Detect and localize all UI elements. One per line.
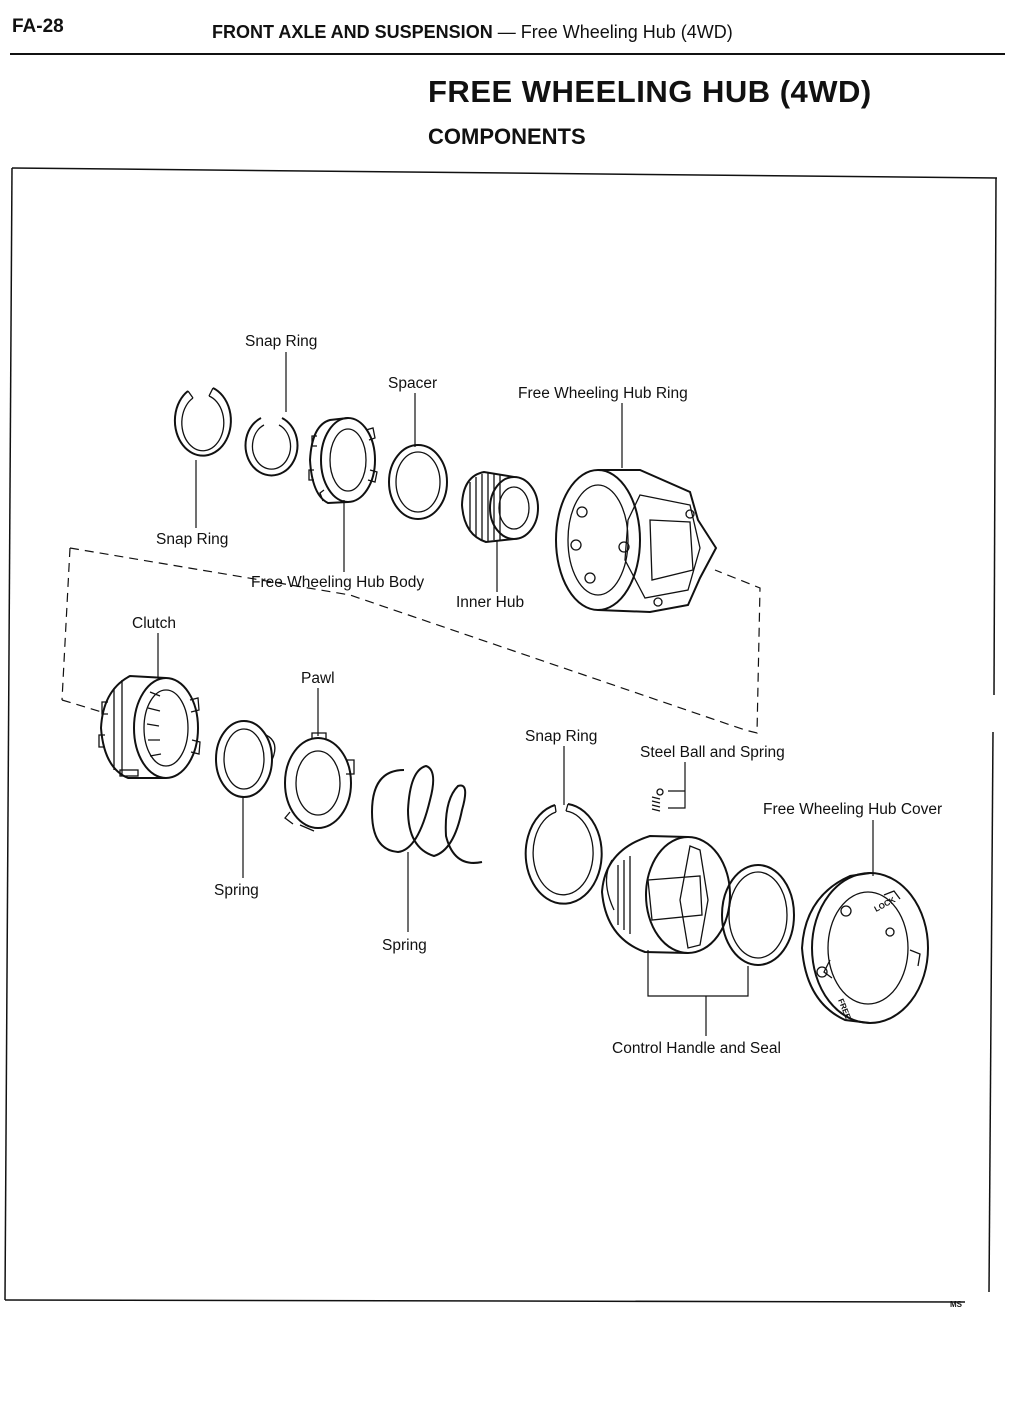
seal-part: [721, 864, 795, 966]
spacer-part: [388, 444, 448, 520]
snap-ring-outer-part: [173, 387, 232, 457]
snap-ring-inner-part: [244, 417, 299, 477]
label-steel-ball-and-spring: Steel Ball and Spring: [640, 744, 785, 761]
section-title: FRONT AXLE AND SUSPENSION: [212, 22, 493, 42]
label-inner-hub: Inner Hub: [456, 594, 524, 611]
figure-frame: [4, 167, 998, 1303]
free-wheeling-hub-body-part: [308, 417, 378, 505]
free-wheeling-hub-ring-part: [555, 469, 718, 614]
label-snap-ring-lower: Snap Ring: [525, 728, 597, 745]
control-handle-part: [600, 834, 731, 954]
figure-code: MS: [950, 1300, 963, 1309]
label-spring-left: Spring: [214, 882, 259, 899]
label-snap-ring-top: Snap Ring: [245, 333, 317, 350]
component-labels: Snap Ring Snap Ring Spacer Free Wheeling…: [132, 333, 963, 1309]
steel-ball-and-spring-part: [651, 788, 664, 812]
label-clutch: Clutch: [132, 615, 176, 632]
label-free-wheeling-hub-body: Free Wheeling Hub Body: [251, 574, 424, 591]
page-code: FA-28: [12, 16, 64, 37]
pawl-part: [284, 732, 355, 832]
label-snap-ring-left: Snap Ring: [156, 531, 228, 548]
label-free-wheeling-hub-ring: Free Wheeling Hub Ring: [518, 385, 688, 402]
assembly-dashed-line: [61, 547, 761, 734]
spring-ring-part: [215, 720, 276, 798]
header-rule: [10, 53, 1005, 55]
subsection-title: Free Wheeling Hub (4WD): [520, 22, 733, 42]
section-separator: —: [497, 22, 516, 42]
page-title: FREE WHEELING HUB (4WD): [428, 74, 872, 109]
coil-spring-part: [370, 764, 483, 864]
cover-lock-text: LOCK: [873, 895, 897, 914]
inner-hub-part: [460, 470, 539, 544]
hub-cover-part: LOCK FREE: [800, 872, 929, 1024]
label-control-handle-and-seal: Control Handle and Seal: [612, 1040, 781, 1057]
label-free-wheeling-hub-cover: Free Wheeling Hub Cover: [763, 801, 942, 818]
label-spring-middle: Spring: [382, 937, 427, 954]
label-pawl: Pawl: [301, 670, 335, 687]
label-spacer: Spacer: [388, 375, 437, 392]
section-header: FRONT AXLE AND SUSPENSION — Free Wheelin…: [212, 22, 733, 43]
snap-ring-lower-part: [524, 803, 603, 905]
leader-lines: [157, 352, 874, 1036]
page-subtitle: COMPONENTS: [428, 124, 586, 149]
clutch-part: [98, 674, 201, 779]
